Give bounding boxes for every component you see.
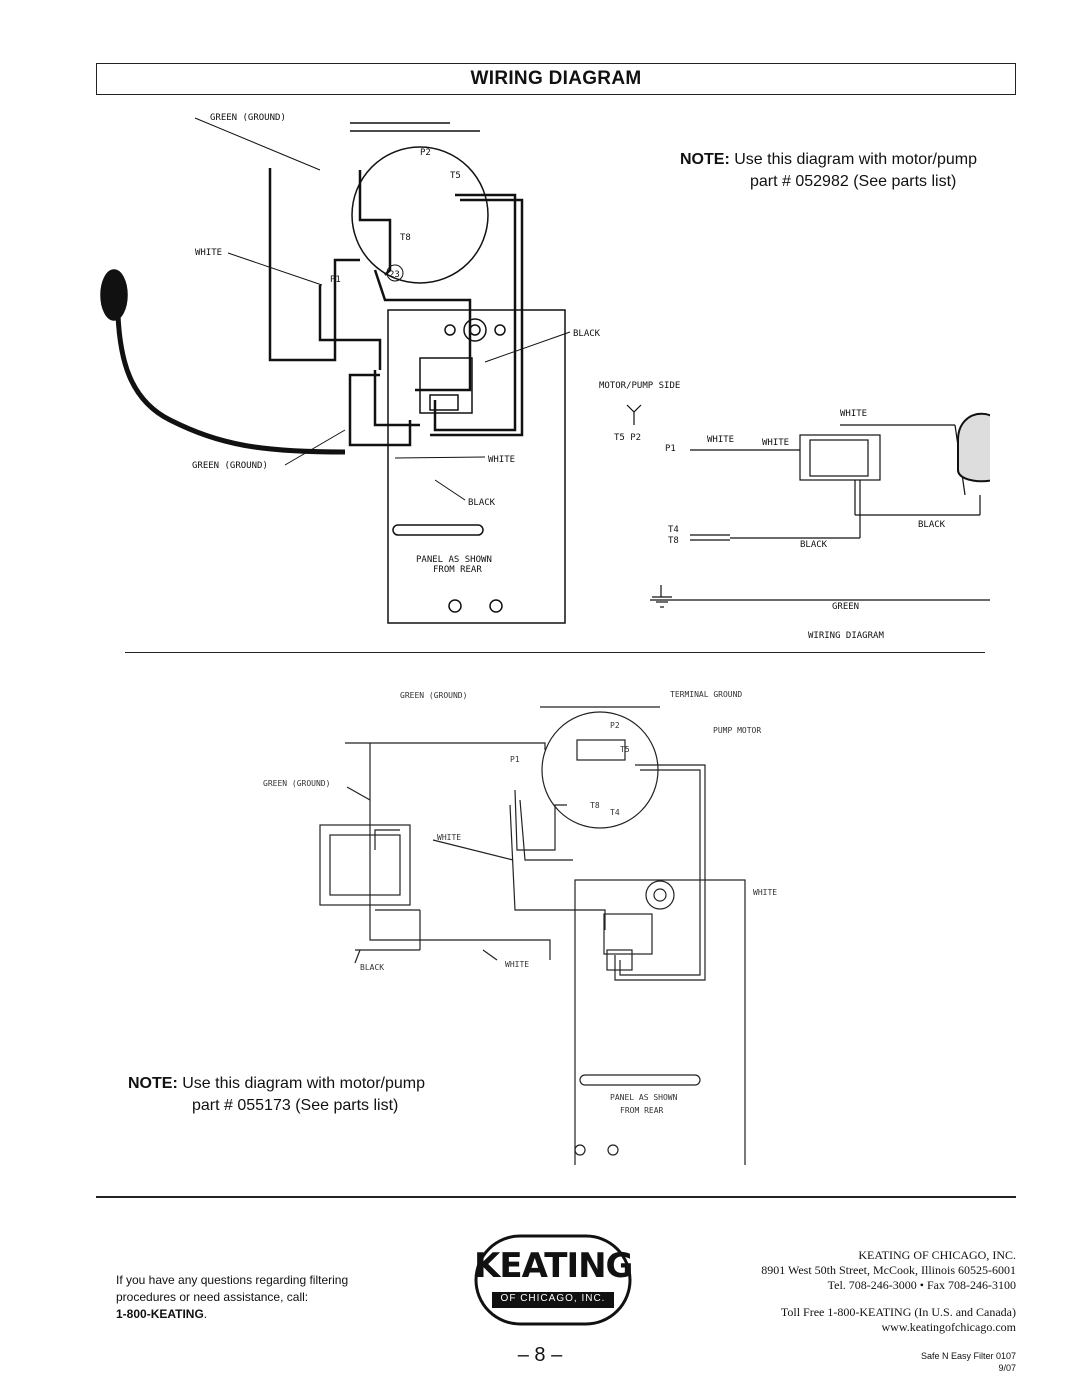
d2-label-white-right: WHITE <box>753 888 777 897</box>
schematic <box>626 404 990 608</box>
schematic-p1: P1 <box>665 444 676 454</box>
motor-circle <box>351 146 489 284</box>
label-panel-line2: FROM REAR <box>433 565 482 575</box>
keating-logo: KEATING OF CHICAGO, INC. <box>474 1232 633 1328</box>
doc-id: Safe N Easy Filter 0107 9/07 <box>820 1350 1016 1374</box>
label-green-ground-bottom: GREEN (GROUND) <box>192 461 268 471</box>
d2-label-white-mid: WHITE <box>437 833 461 842</box>
schematic-t4: T4 <box>668 525 679 535</box>
schematic-black-2: BLACK <box>800 540 828 550</box>
section-divider <box>125 652 985 653</box>
footer-divider <box>96 1196 1016 1198</box>
note-2: NOTE: Use this diagram with motor/pump p… <box>128 1073 488 1117</box>
note-1-line2: part # 052982 (See parts list) <box>750 173 957 190</box>
d2-label-white-bottom: WHITE <box>505 960 529 969</box>
footer-help-line2: procedures or need assistance, call: <box>116 1290 309 1304</box>
note-1-label: NOTE: <box>680 151 730 168</box>
d2-label-green-ground-left: GREEN (GROUND) <box>263 779 330 788</box>
logo-sub-text: OF CHICAGO, INC. <box>500 1293 606 1304</box>
d2-label-p2: P2 <box>610 721 620 730</box>
d2-label-terminal-ground: TERMINAL GROUND <box>670 690 742 699</box>
panel-outline <box>387 309 566 624</box>
schematic-motor-pump-side: MOTOR/PUMP SIDE <box>599 381 680 391</box>
note-1-line1: Use this diagram with motor/pump <box>734 151 977 168</box>
d2-label-t4: T4 <box>610 808 620 817</box>
label-panel-line1: PANEL AS SHOWN <box>416 555 492 565</box>
d2-label-black: BLACK <box>360 963 384 972</box>
note-1: NOTE: Use this diagram with motor/pump p… <box>680 149 1020 193</box>
footer-company: KEATING OF CHICAGO, INC. 8901 West 50th … <box>640 1248 1016 1335</box>
label-t5: T5 <box>450 171 461 181</box>
logo-main-text: KEATING <box>474 1246 633 1286</box>
label-p1: P1 <box>330 275 341 285</box>
footer-phone-suffix: . <box>203 1307 208 1321</box>
footer-address: 8901 West 50th Street, McCook, Illinois … <box>761 1263 1016 1277</box>
label-black-bottom: BLACK <box>468 498 496 508</box>
footer-phone: 1-800-KEATING <box>116 1307 204 1321</box>
d2-label-green-ground-top: GREEN (GROUND) <box>400 691 467 700</box>
page-title: WIRING DIAGRAM <box>96 63 1016 95</box>
wiring-diagram-1: GREEN (GROUND) P2 T5 T8 WHITE P1 23 BLAC… <box>100 113 990 641</box>
doc-date: 9/07 <box>998 1363 1016 1373</box>
label-white-bottom: WHITE <box>488 455 515 465</box>
label-t8: T8 <box>400 233 411 243</box>
wiring-diagram-2: GREEN (GROUND) TERMINAL GROUND P2 PUMP M… <box>263 690 777 1165</box>
label-white: WHITE <box>195 248 222 258</box>
footer-help-line1: If you have any questions regarding filt… <box>116 1273 349 1287</box>
schematic-green: GREEN <box>832 602 859 612</box>
label-black-right: BLACK <box>573 329 601 339</box>
d2-label-pump-motor: PUMP MOTOR <box>713 726 761 735</box>
footer-tollfree: Toll Free 1-800-KEATING (In U.S. and Can… <box>780 1305 1016 1319</box>
schematic-white-2: WHITE <box>762 438 789 448</box>
doc-id-text: Safe N Easy Filter 0107 <box>920 1351 1016 1361</box>
schematic-white-1: WHITE <box>707 435 734 445</box>
note-2-line2: part # 055173 (See parts list) <box>192 1097 399 1114</box>
label-p2: P2 <box>420 148 431 158</box>
label-23: 23 <box>389 270 400 280</box>
schematic-caption: WIRING DIAGRAM <box>808 631 884 641</box>
schematic-black-1: BLACK <box>918 520 946 530</box>
d2-label-panel-line1: PANEL AS SHOWN <box>610 1093 678 1102</box>
footer-tel: Tel. 708-246-3000 • Fax 708-246-3100 <box>827 1278 1016 1292</box>
d2-label-t5: T5 <box>620 745 630 754</box>
d2-label-panel-line2: FROM REAR <box>620 1106 664 1115</box>
d2-label-t8: T8 <box>590 801 600 810</box>
schematic-t8: T8 <box>668 536 679 546</box>
note-2-line1: Use this diagram with motor/pump <box>182 1075 425 1092</box>
note-2-label: NOTE: <box>128 1075 178 1092</box>
schematic-white-3: WHITE <box>840 409 867 419</box>
footer-company-name: KEATING OF CHICAGO, INC. <box>858 1248 1016 1262</box>
d2-label-p1: P1 <box>510 755 520 764</box>
footer-website[interactable]: www.keatingofchicago.com <box>881 1320 1016 1334</box>
footer-help-text: If you have any questions regarding filt… <box>116 1272 416 1323</box>
schematic-t5-p2: T5 P2 <box>614 433 641 443</box>
page-number: – 8 – <box>517 1344 563 1366</box>
label-green-ground-top: GREEN (GROUND) <box>210 113 286 123</box>
